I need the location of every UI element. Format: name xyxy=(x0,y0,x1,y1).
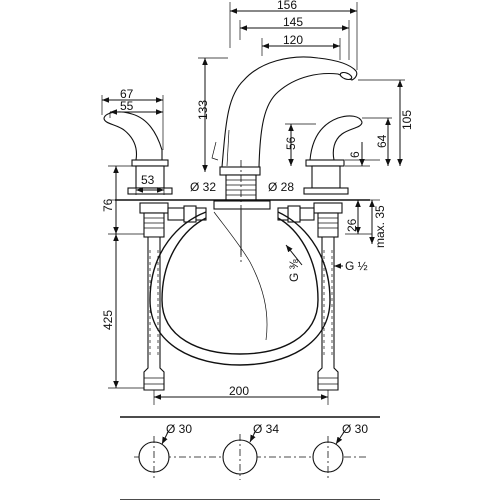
hole-center-label: Ø 34 xyxy=(253,422,279,436)
dim-dia-28: Ø 28 xyxy=(268,180,294,194)
left-height-dimensions: 76 425 xyxy=(101,165,144,389)
dim-53: 53 xyxy=(141,173,155,187)
dim-26: 26 xyxy=(345,218,359,232)
connecting-hoses xyxy=(149,211,331,366)
deck-diameter-labels: Ø 32 Ø 28 xyxy=(190,180,294,194)
dim-56: 56 xyxy=(284,136,298,150)
thread-g12: G ½ xyxy=(345,259,368,273)
spacing-dimension: 200 xyxy=(153,384,329,405)
dim-67: 67 xyxy=(120,87,134,101)
hole-layout: Ø 30 Ø 34 Ø 30 xyxy=(120,416,380,500)
spout xyxy=(211,56,358,262)
thread-labels: G ⅜ G ½ xyxy=(285,244,368,282)
spout-reach-dimensions: 156 145 120 xyxy=(229,0,358,70)
dim-145: 145 xyxy=(283,15,303,29)
dim-dia-32: Ø 32 xyxy=(190,180,216,194)
hole-left-label: Ø 30 xyxy=(166,422,192,436)
right-valve-assembly xyxy=(277,202,343,391)
left-handle: 67 55 53 xyxy=(101,87,173,195)
dim-120: 120 xyxy=(283,33,303,47)
right-handle: 56 6 64 105 xyxy=(284,79,414,195)
dim-425: 425 xyxy=(101,310,115,330)
dim-max-35: max. 35 xyxy=(373,205,387,248)
dim-6: 6 xyxy=(348,151,362,158)
dim-105: 105 xyxy=(400,110,414,130)
dim-156: 156 xyxy=(277,0,297,12)
thread-g38: G ⅜ xyxy=(287,258,301,282)
dim-55: 55 xyxy=(120,99,134,113)
left-valve-assembly xyxy=(139,202,207,391)
right-height-dimensions: 26 max. 35 xyxy=(345,200,387,248)
spout-height-dimension: 133 xyxy=(196,57,228,172)
dim-76: 76 xyxy=(101,198,115,212)
dim-64: 64 xyxy=(375,134,389,148)
dim-133: 133 xyxy=(196,100,210,120)
dim-200: 200 xyxy=(229,384,249,398)
hole-right-label: Ø 30 xyxy=(342,422,368,436)
